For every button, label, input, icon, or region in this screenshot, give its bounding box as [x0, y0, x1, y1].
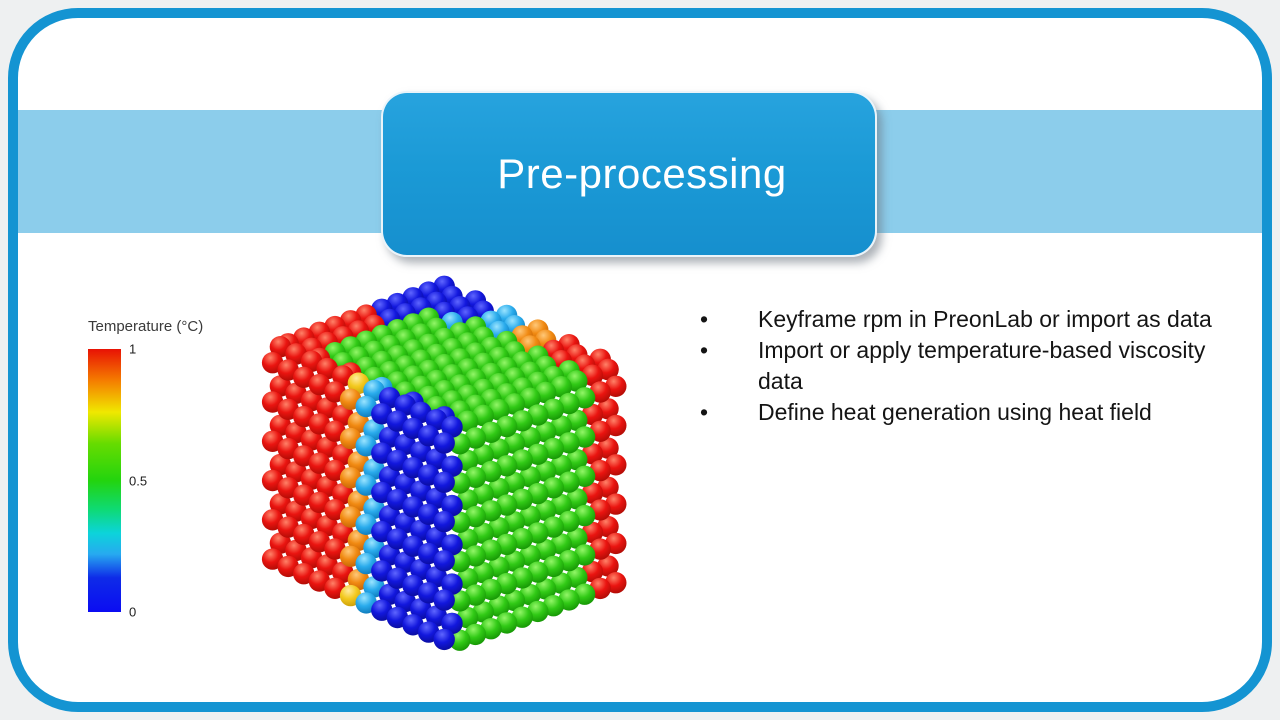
bullet-item: • Define heat generation using heat field	[690, 397, 1230, 428]
bullet-marker: •	[700, 306, 709, 332]
bullet-marker: •	[700, 337, 709, 363]
particle-cube-visualization	[230, 258, 700, 678]
colorbar-title: Temperature (°C)	[88, 318, 204, 335]
title-box: Pre-processing	[381, 91, 877, 257]
bullet-list: • Keyframe rpm in PreonLab or import as d…	[690, 304, 1230, 428]
bullet-text: Keyframe rpm in PreonLab or import as da…	[758, 306, 1212, 332]
bullet-text: Define heat generation using heat field	[758, 399, 1152, 425]
colorbar-tick: 0.5	[129, 473, 148, 488]
bullet-item: • Keyframe rpm in PreonLab or import as d…	[690, 304, 1230, 335]
bullet-item: • Import or apply temperature-based visco…	[690, 335, 1230, 397]
bullet-text: Import or apply temperature-based viscos…	[758, 337, 1206, 394]
particle-cube-svg	[261, 275, 627, 651]
bullet-marker: •	[700, 399, 709, 425]
cube-left-face	[261, 336, 463, 651]
colorbar-tick: 0	[129, 604, 137, 620]
cube-right-face	[441, 358, 627, 651]
slide-title: Pre-processing	[497, 150, 787, 197]
colorbar-tick: 1	[129, 341, 137, 357]
